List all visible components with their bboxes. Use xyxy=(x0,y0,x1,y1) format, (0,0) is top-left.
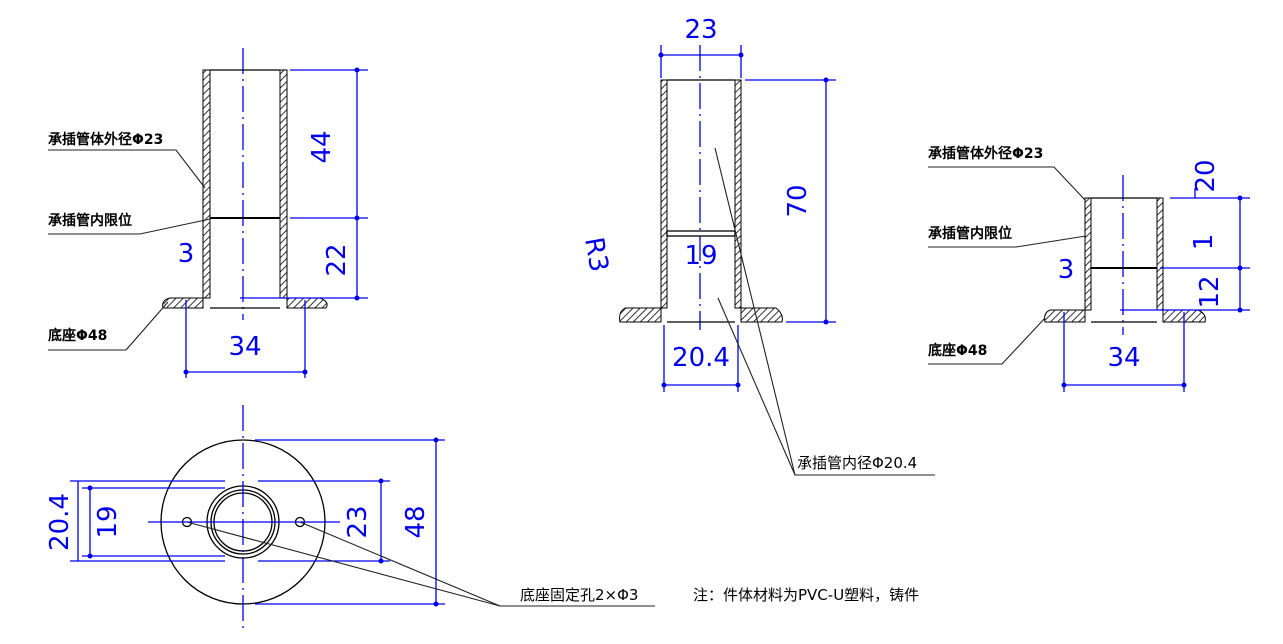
label-inner-diameter: 承插管内径Φ20.4 xyxy=(797,454,917,472)
right-section-view: 20 1 12 3 34 承插管体外径Φ23 承插管内限位 底座Φ48 xyxy=(928,145,1250,392)
dim-base-span: 34 xyxy=(228,332,261,362)
left-section-view: 44 22 3 34 承插管体外径Φ23 承插管内限位 底座Φ48 xyxy=(48,48,368,378)
tube-wall-right xyxy=(279,69,288,299)
middle-section-view: 23 70 R3 19 20.4 承插管内径Φ20.4 xyxy=(578,15,935,476)
inner-stop xyxy=(666,230,736,237)
label-fixing-holes: 底座固定孔2×Φ3 xyxy=(520,586,638,604)
dim-top-gap: 20 xyxy=(1191,159,1221,192)
dim-outer-tube: 23 xyxy=(343,505,373,538)
dim-inner-width: 20.4 xyxy=(45,493,75,551)
dim-upper-height: 44 xyxy=(307,130,337,163)
label-base: 底座Φ48 xyxy=(928,342,987,359)
label-outer-diameter: 承插管体外径Φ23 xyxy=(48,131,163,148)
label-base: 底座Φ48 xyxy=(48,327,107,344)
base-flange xyxy=(162,297,328,309)
tube-wall-left xyxy=(202,69,211,299)
dim-stop-inner: 19 xyxy=(684,241,717,271)
dim-stop-thickness: 3 xyxy=(178,239,195,269)
dim-upper-height: 1 xyxy=(1189,234,1219,251)
dim-stop-thickness: 3 xyxy=(1058,255,1075,285)
dim-fillet: R3 xyxy=(578,235,614,274)
label-outer-diameter: 承插管体外径Φ23 xyxy=(928,145,1043,162)
dim-base-diameter: 48 xyxy=(401,505,431,538)
plan-view: 48 23 19 20.4 底座固定孔2×Φ3 注：件体材料为PVC-U塑料，铸… xyxy=(45,405,919,632)
material-note: 注：件体材料为PVC-U塑料，铸件 xyxy=(693,586,919,604)
label-inner-stop: 承插管内限位 xyxy=(48,212,132,229)
dim-lower-height: 22 xyxy=(322,243,352,276)
dim-stop-inner: 19 xyxy=(93,505,123,538)
dim-base-span: 34 xyxy=(1107,343,1140,373)
label-inner-stop: 承插管内限位 xyxy=(928,225,1012,242)
dim-lower-height: 12 xyxy=(1195,275,1225,308)
dim-total-height: 70 xyxy=(783,184,813,217)
dim-outer-width: 23 xyxy=(684,15,717,45)
dim-inner-width: 20.4 xyxy=(672,343,730,373)
